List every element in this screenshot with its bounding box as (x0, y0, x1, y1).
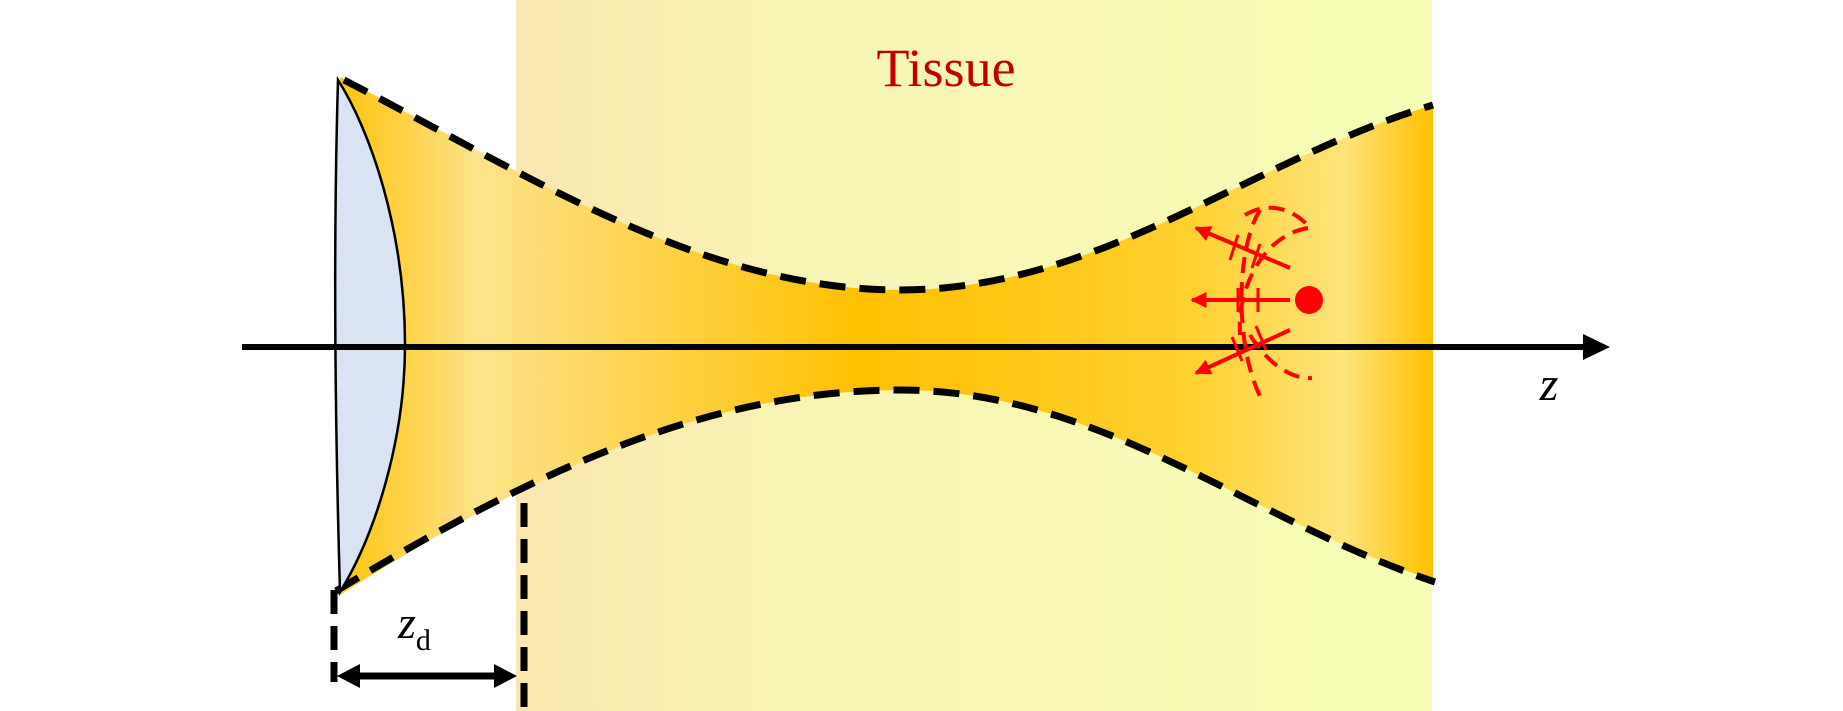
axis-label: z (1539, 358, 1559, 411)
distance-arrow-left-head (337, 664, 360, 688)
lens-icon (333, 75, 407, 597)
distance-label: zd (397, 597, 431, 657)
z-axis-arrowhead (1583, 334, 1610, 360)
beam-envelope-lower (334, 386, 1437, 594)
distance-arrow-right-head (494, 664, 517, 688)
gaussian-beam (340, 77, 1433, 595)
beam-envelope-upper (342, 76, 1435, 294)
tissue-label: Tissue (876, 38, 1015, 98)
point-source-icon (1190, 205, 1323, 401)
distance-label-subscript: d (416, 624, 431, 657)
distance-label-main: z (397, 597, 416, 648)
